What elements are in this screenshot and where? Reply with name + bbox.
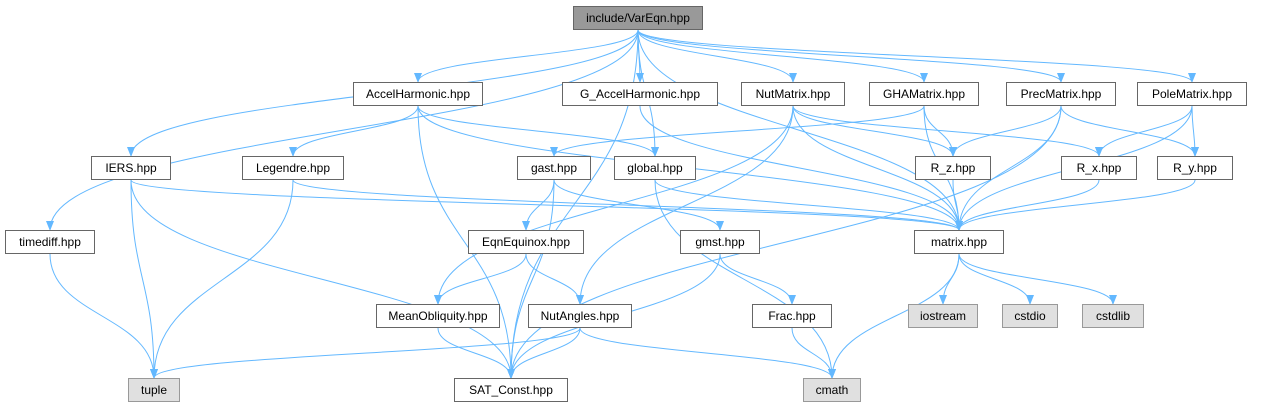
edge-varEqn-to-timediff: [46, 29, 639, 231]
edge-iers-to-matrix: [130, 179, 963, 231]
edge-gast-to-eqnEquinox: [522, 179, 555, 231]
edge-accelHarmonic-to-satConst: [417, 105, 515, 379]
node-cstdlib: cstdlib: [1082, 304, 1144, 328]
node-meanObliquity-hpp[interactable]: MeanObliquity.hpp: [376, 304, 500, 328]
edge-matrix-to-cstdlib: [958, 253, 1117, 305]
edge-gmst-to-frac: [719, 253, 796, 305]
edge-ghaMatrix-to-gast: [550, 105, 925, 157]
edge-gast-to-satConst: [507, 179, 555, 379]
edge-poleMatrix-to-rx: [1095, 105, 1193, 157]
node-poleMatrix-hpp[interactable]: PoleMatrix.hpp: [1137, 82, 1247, 106]
edge-nutAngles-to-satConst: [507, 327, 581, 379]
edge-nutMatrix-to-nutAngles: [576, 105, 794, 305]
node-iers-hpp[interactable]: IERS.hpp: [91, 156, 171, 180]
node-cstdio: cstdio: [1002, 304, 1058, 328]
node-nutAngles-hpp[interactable]: NutAngles.hpp: [528, 304, 632, 328]
node-eqnEquinox-hpp[interactable]: EqnEquinox.hpp: [468, 230, 584, 254]
node-r-z-hpp[interactable]: R_z.hpp: [915, 156, 991, 180]
edge-poleMatrix-to-ry: [1190, 105, 1199, 157]
edge-varEqn-to-accelHarmonic: [414, 29, 639, 83]
node-cmath: cmath: [803, 378, 861, 402]
node-ghaMatrix-hpp[interactable]: GHAMatrix.hpp: [869, 82, 979, 106]
node-r-x-hpp[interactable]: R_x.hpp: [1061, 156, 1137, 180]
edge-varEqn-to-matrix: [637, 29, 963, 231]
edge-rx-to-matrix: [955, 179, 1100, 231]
edge-global-to-matrix: [654, 179, 963, 231]
node-r-y-hpp[interactable]: R_y.hpp: [1157, 156, 1233, 180]
edge-precMatrix-to-rz: [949, 105, 1062, 157]
edge-varEqn-to-precMatrix: [637, 29, 1065, 83]
node-frac-hpp[interactable]: Frac.hpp: [752, 304, 832, 328]
edge-precMatrix-to-ry: [1060, 105, 1199, 157]
edge-global-to-cmath: [654, 179, 836, 379]
edge-iers-to-tuple: [130, 179, 158, 379]
edge-nutMatrix-to-rx: [792, 105, 1103, 157]
node-precMatrix-hpp[interactable]: PrecMatrix.hpp: [1006, 82, 1116, 106]
node-accelHarmonic-hpp[interactable]: AccelHarmonic.hpp: [353, 82, 483, 106]
node-sat-const-hpp[interactable]: SAT_Const.hpp: [454, 378, 568, 402]
node-varEqn-hpp[interactable]: include/VarEqn.hpp: [573, 6, 703, 30]
edge-nutAngles-to-cmath: [579, 327, 836, 379]
edge-varEqn-to-ghaMatrix: [637, 29, 928, 83]
node-nutMatrix-hpp[interactable]: NutMatrix.hpp: [741, 82, 845, 106]
node-gmst-hpp[interactable]: gmst.hpp: [680, 230, 760, 254]
node-global-hpp[interactable]: global.hpp: [614, 156, 696, 180]
edge-varEqn-to-poleMatrix: [637, 29, 1196, 83]
node-tuple: tuple: [128, 378, 180, 402]
edge-legendre-to-tuple: [150, 179, 294, 379]
edge-gast-to-gmst: [553, 179, 724, 231]
edge-ry-to-matrix: [955, 179, 1196, 231]
edge-nutAngles-to-tuple: [150, 327, 581, 379]
edge-accelHarmonic-to-global: [417, 105, 659, 157]
node-timediff-hpp[interactable]: timediff.hpp: [5, 230, 95, 254]
edge-matrix-to-cmath: [828, 253, 960, 379]
node-g-accelHarmonic-hpp[interactable]: G_AccelHarmonic.hpp: [562, 82, 718, 106]
edge-frac-to-cmath: [791, 327, 836, 379]
edge-iers-to-satConst: [130, 179, 515, 379]
node-matrix-hpp[interactable]: matrix.hpp: [914, 230, 1004, 254]
edge-accelHarmonic-to-legendre: [289, 105, 419, 157]
edge-gAccelHarmonic-to-matrix: [639, 105, 963, 231]
edge-varEqn-to-nutMatrix: [637, 29, 797, 83]
edge-legendre-to-matrix: [292, 179, 963, 231]
edge-eqnEquinox-to-meanObliquity: [434, 253, 527, 305]
edge-nutMatrix-to-matrix: [792, 105, 963, 231]
node-iostream: iostream: [908, 304, 978, 328]
edge-timediff-to-tuple: [49, 253, 158, 379]
node-gast-hpp[interactable]: gast.hpp: [517, 156, 591, 180]
edge-nutMatrix-to-rz: [792, 105, 957, 157]
edge-matrix-to-cstdio: [958, 253, 1034, 305]
edge-eqnEquinox-to-nutAngles: [525, 253, 584, 305]
node-legendre-hpp[interactable]: Legendre.hpp: [242, 156, 344, 180]
